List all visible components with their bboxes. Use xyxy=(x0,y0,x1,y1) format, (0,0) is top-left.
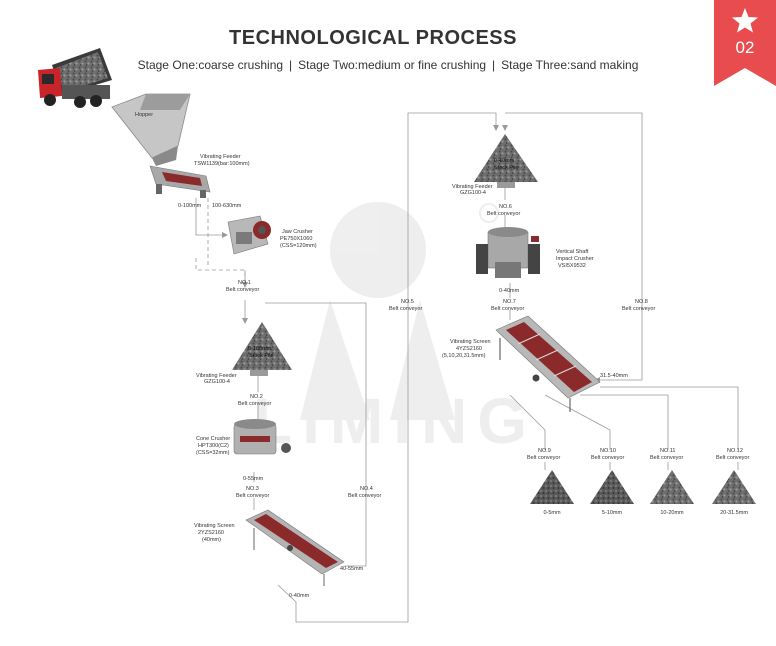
liming-watermark: LIMING xyxy=(253,202,537,457)
no12-label: NO.12 xyxy=(727,448,743,454)
hopper: Hopper xyxy=(111,93,191,166)
size-0-100: 0-100mm xyxy=(178,203,202,209)
product-pile-0-5: 0-5mm xyxy=(530,470,574,516)
no2-label: NO.2 xyxy=(250,394,263,400)
vs1-model: 2YZS2160 xyxy=(198,530,224,536)
separator-1: | xyxy=(289,58,293,72)
size-100-630: 100-630mm xyxy=(212,203,242,209)
watermark-text: LIMING xyxy=(253,385,537,457)
product-pile-5-10: 5-10mm xyxy=(590,470,634,516)
no1-label: NO.1 xyxy=(238,280,251,286)
belt6-label: Belt conveyor xyxy=(487,211,520,217)
prod3-label: 10-20mm xyxy=(660,510,684,516)
belt12-label: Belt conveyor xyxy=(716,455,749,461)
stage-one: Stage One:coarse crushing xyxy=(137,58,284,72)
page-title: TECHNOLOGICAL PROCESS xyxy=(229,27,517,49)
vf1-model: TSW1139(bar:100mm) xyxy=(194,161,250,167)
no6-label: NO.6 xyxy=(499,204,512,210)
pile1-size: 0-180mm xyxy=(248,346,272,352)
no10-label: NO.10 xyxy=(600,448,616,454)
pile1-name: Stock Pile xyxy=(249,353,273,359)
stage-subtitle: Stage One:coarse crushing | Stage Two:medi… xyxy=(0,58,776,72)
vs2-model: 4YZS2160 xyxy=(456,346,482,352)
no4-label: NO.4 xyxy=(360,486,373,492)
vibrating-feeder-1: Vibrating Feeder TSW1139(bar:100mm) 0-10… xyxy=(149,154,250,209)
vf1-name: Vibrating Feeder xyxy=(200,154,241,160)
size-0-55: 0-55mm xyxy=(243,476,264,482)
no8-label: NO.8 xyxy=(635,299,648,305)
belt7-label: Belt conveyor xyxy=(491,306,524,312)
vsi-model: VSI5X9532 xyxy=(558,263,586,269)
cone-model: HPT300(C2) xyxy=(198,443,229,449)
vf2-model: GZG100-4 xyxy=(204,379,230,385)
vibrating-screen-2: Vibrating Screen 4YZS2160 (5,10,20,31.5m… xyxy=(442,315,628,412)
size-40-55: 40-55mm xyxy=(340,566,364,572)
product-pile-20-31: 20-31.5mm xyxy=(712,470,756,516)
vs2-name: Vibrating Screen xyxy=(450,339,491,345)
jaw-css: (CSS=120mm) xyxy=(280,243,317,249)
stage-two: Stage Two:medium or fine crushing xyxy=(298,58,487,72)
badge-number: 02 xyxy=(735,38,755,57)
dump-truck xyxy=(38,48,112,108)
star-icon xyxy=(732,8,758,33)
belt5-label: Belt conveyor xyxy=(389,306,422,312)
size-0-40b: 0-40mm xyxy=(499,288,520,294)
corner-badge xyxy=(714,0,776,86)
belt2-label: Belt conveyor xyxy=(238,401,271,407)
vs1-size: (40mm) xyxy=(202,537,221,543)
vsi-name-1: Vertical Shaft xyxy=(556,249,589,255)
belt8-label: Belt conveyor xyxy=(622,306,655,312)
size-0-40a: 0-40mm xyxy=(289,593,310,599)
stage-three: Stage Three:sand making xyxy=(501,58,639,72)
no9-label: NO.9 xyxy=(538,448,551,454)
belt10-label: Belt conveyor xyxy=(591,455,624,461)
belt3-label: Belt conveyor xyxy=(236,493,269,499)
cone-crusher: Cone Crusher HPT300(C2) (CSS=32mm) xyxy=(196,419,291,456)
flow-lines xyxy=(195,112,739,623)
stock-pile-1: 0-180mm Stock Pile xyxy=(232,322,292,370)
vf3-name: Vibrating Feeder xyxy=(452,184,493,190)
vf2-name: Vibrating Feeder xyxy=(196,373,237,379)
prod2-label: 5-10mm xyxy=(602,510,623,516)
belt9-label: Belt conveyor xyxy=(527,455,560,461)
no5-label: NO.5 xyxy=(401,299,414,305)
hopper-label: Hopper xyxy=(135,112,153,118)
belt11-label: Belt conveyor xyxy=(650,455,683,461)
separator-2: | xyxy=(492,58,496,72)
no11-label: NO.11 xyxy=(660,448,676,454)
cone-css: (CSS=32mm) xyxy=(196,450,230,456)
registered-icon xyxy=(479,203,499,223)
vs1-name: Vibrating Screen xyxy=(194,523,235,529)
vsi-name-2: Impact Crusher xyxy=(556,256,594,262)
jaw-model: PE750X1060 xyxy=(280,236,312,242)
vs2-size: (5,10,20,31.5mm) xyxy=(442,353,486,359)
jaw-crusher: Jaw Crusher PE750X1060 (CSS=120mm) xyxy=(227,215,317,255)
vsi-crusher: Vertical Shaft Impact Crusher VSI5X9532 xyxy=(476,227,594,278)
belt4-label: Belt conveyor xyxy=(348,493,381,499)
size-31-40: 31.5-40mm xyxy=(600,373,628,379)
vf3-model: GZG100-4 xyxy=(460,190,486,196)
pile2-name: Stock Pile xyxy=(494,165,518,171)
vibrating-feeder-2: Vibrating Feeder GZG100-4 xyxy=(196,370,268,385)
belt1-label: Belt conveyor xyxy=(226,287,259,293)
cone-name: Cone Crusher xyxy=(196,436,230,442)
pile2-size: 0-40mm xyxy=(494,158,515,164)
jaw-name: Jaw Crusher xyxy=(282,229,313,235)
product-pile-10-20: 10-20mm xyxy=(650,470,694,516)
no3-label: NO.3 xyxy=(246,486,259,492)
vibrating-screen-1: Vibrating Screen 2YZS2160 (40mm) 40-55mm… xyxy=(194,509,364,599)
vibrating-feeder-3: Vibrating Feeder GZG100-4 xyxy=(452,182,515,196)
stock-pile-2: 0-40mm Stock Pile xyxy=(474,134,538,182)
prod4-label: 20-31.5mm xyxy=(720,510,748,516)
no7-label: NO.7 xyxy=(503,299,516,305)
prod1-label: 0-5mm xyxy=(543,510,561,516)
